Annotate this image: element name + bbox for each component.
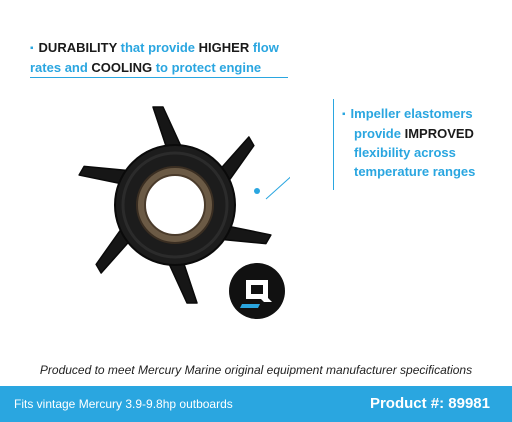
feature-text-higher: HIGHER	[198, 40, 250, 55]
product-number: Product #: 89981	[369, 395, 490, 412]
feature-elastomers: ▪ Impeller elastomers provide IMPROVED fl…	[342, 104, 512, 181]
feature-durability: ▪ DURABILITY that provide HIGHER flow rat…	[30, 38, 290, 77]
feature-line-4: temperature ranges	[354, 164, 476, 179]
spec-text: Produced to meet Mercury Marine original…	[39, 363, 473, 377]
feature-text-protect: to protect engine	[152, 60, 262, 75]
footer-bar: Fits vintage Mercury 3.9-9.8hp outboards…	[0, 386, 512, 422]
bullet-icon: ▪	[30, 43, 34, 54]
feature-text-durability: DURABILITY	[38, 40, 118, 55]
callout-line-top	[30, 77, 288, 78]
fits-text: Fits vintage Mercury 3.9-9.8hp outboards	[14, 397, 233, 411]
pointer-line	[265, 176, 290, 200]
q-logo-icon	[229, 263, 285, 319]
feature-line-3: flexibility across	[354, 145, 456, 160]
feature-text-provide: that provide	[117, 40, 199, 55]
feature-line-2-highlight: IMPROVED	[404, 126, 474, 141]
feature-line-2-pre: provide	[354, 126, 405, 141]
callout-line-right	[333, 99, 334, 190]
impeller-image	[78, 106, 290, 304]
bullet-icon: ▪	[342, 109, 346, 120]
feature-text-flow: flow rates and	[30, 40, 279, 75]
impeller-shape	[78, 106, 272, 304]
feature-text-cooling: COOLING	[91, 60, 153, 75]
feature-line-1: Impeller elastomers	[350, 106, 473, 121]
